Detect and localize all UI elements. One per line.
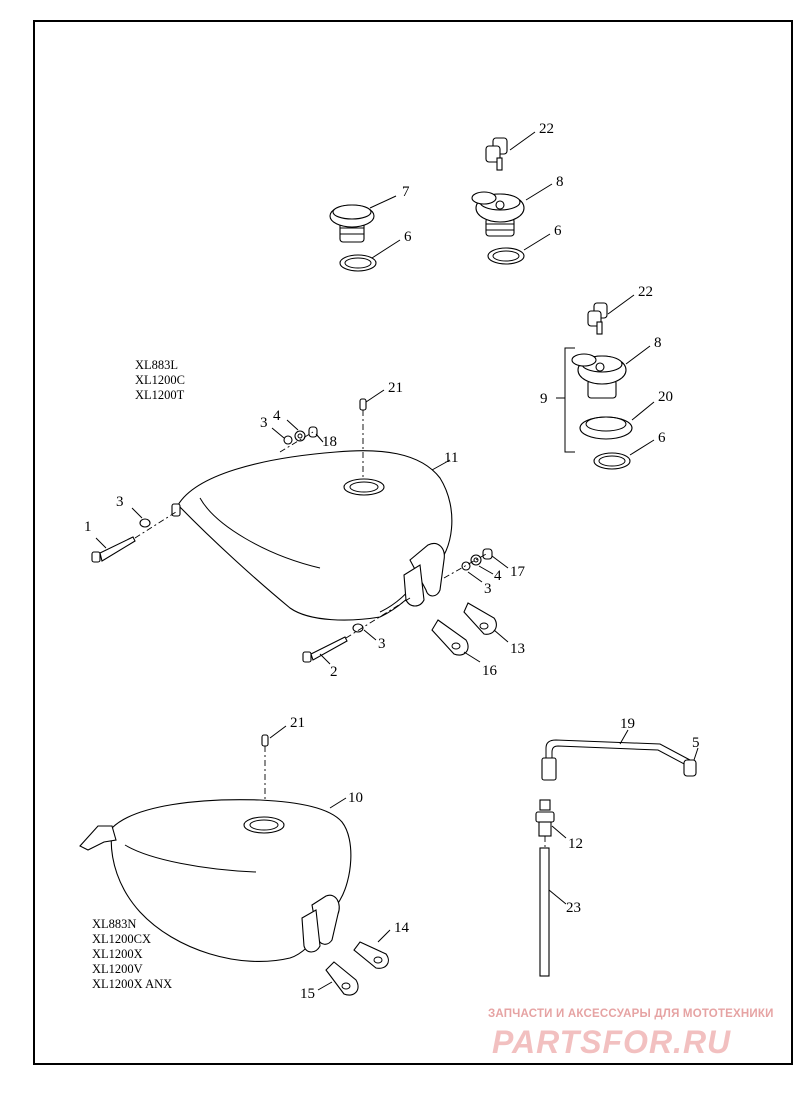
callout-2: 2	[330, 664, 338, 680]
callout-22-right: 22	[638, 284, 653, 300]
callout-11: 11	[444, 450, 458, 466]
callout-10: 10	[348, 790, 363, 806]
rubber-mount-14	[353, 941, 389, 969]
callout-5: 5	[692, 735, 700, 751]
tank-mount-hardware-top	[279, 426, 318, 453]
cap-gasket-right	[593, 452, 631, 470]
fuel-cap-plain	[329, 204, 375, 243]
callout-3-left: 3	[116, 494, 124, 510]
kit-bracket-9	[556, 347, 575, 453]
locking-fuel-cap-right	[571, 353, 627, 399]
fuel-tank-upper	[171, 450, 453, 621]
rubber-mount-13	[463, 602, 497, 635]
callout-3-top: 3	[260, 415, 268, 431]
model-lower-4: XL1200V	[92, 962, 143, 976]
callout-18: 18	[322, 434, 337, 450]
callout-3-lower: 3	[378, 636, 386, 652]
callout-17: 17	[510, 564, 526, 580]
rubber-mount-15	[325, 961, 359, 996]
callout-23: 23	[566, 900, 581, 916]
vent-fitting-upper	[359, 398, 367, 480]
fuel-hose-23	[539, 847, 550, 977]
callout-7: 7	[402, 184, 410, 200]
callout-4-top: 4	[273, 408, 281, 424]
watermark-logo: PARTSFOR.RU	[492, 1024, 732, 1060]
callout-13: 13	[510, 641, 525, 657]
cap-gasket-top-left	[339, 254, 377, 272]
callout-6-top-middle: 6	[554, 223, 562, 239]
model-lower-5: XL1200X ANX	[92, 977, 173, 991]
callout-19: 19	[620, 716, 635, 732]
diagram-frame	[33, 20, 793, 1065]
locking-fuel-cap-top	[471, 191, 525, 237]
model-upper-3: XL1200T	[135, 388, 185, 402]
callout-21-lower: 21	[290, 715, 305, 731]
callout-12: 12	[568, 836, 583, 852]
callout-3-rear: 3	[484, 581, 492, 597]
callout-9: 9	[540, 391, 548, 407]
model-lower-3: XL1200X	[92, 947, 143, 961]
key-right	[587, 302, 608, 335]
rubber-mount-16	[431, 619, 469, 656]
fuel-tank-lower	[79, 799, 352, 962]
cap-adapter-ring	[579, 416, 633, 440]
tank-mount-hardware-rear	[443, 548, 493, 579]
model-upper-1: XL883L	[135, 358, 179, 372]
callout-4-rear: 4	[494, 568, 502, 584]
model-list-upper: XL883L XL1200C XL1200T	[135, 358, 185, 403]
callout-6-top-left: 6	[404, 229, 412, 245]
callout-22-top: 22	[539, 121, 554, 137]
callout-8-right: 8	[654, 335, 662, 351]
model-list-lower: XL883N XL1200CX XL1200X XL1200V XL1200X …	[92, 917, 172, 992]
callout-1: 1	[84, 519, 92, 535]
model-lower-2: XL1200CX	[92, 932, 152, 946]
model-upper-2: XL1200C	[135, 373, 185, 387]
callout-14: 14	[394, 920, 410, 936]
callout-6-right: 6	[658, 430, 666, 446]
front-bolt-1	[91, 511, 177, 563]
key-top	[485, 137, 508, 171]
callout-8-top: 8	[556, 174, 564, 190]
callout-16: 16	[482, 663, 498, 679]
fuel-line-19	[541, 739, 691, 781]
callout-21-upper: 21	[388, 380, 403, 396]
watermark-caption: ЗАПЧАСТИ И АКСЕССУАРЫ ДЛЯ МОТОТЕХНИКИ	[488, 1008, 774, 1020]
hose-clamp-5	[683, 759, 697, 777]
fuel-valve-12	[535, 799, 555, 848]
callout-20: 20	[658, 389, 673, 405]
callout-15: 15	[300, 986, 315, 1002]
cap-gasket-top-middle	[487, 247, 525, 265]
model-lower-1: XL883N	[92, 917, 137, 931]
